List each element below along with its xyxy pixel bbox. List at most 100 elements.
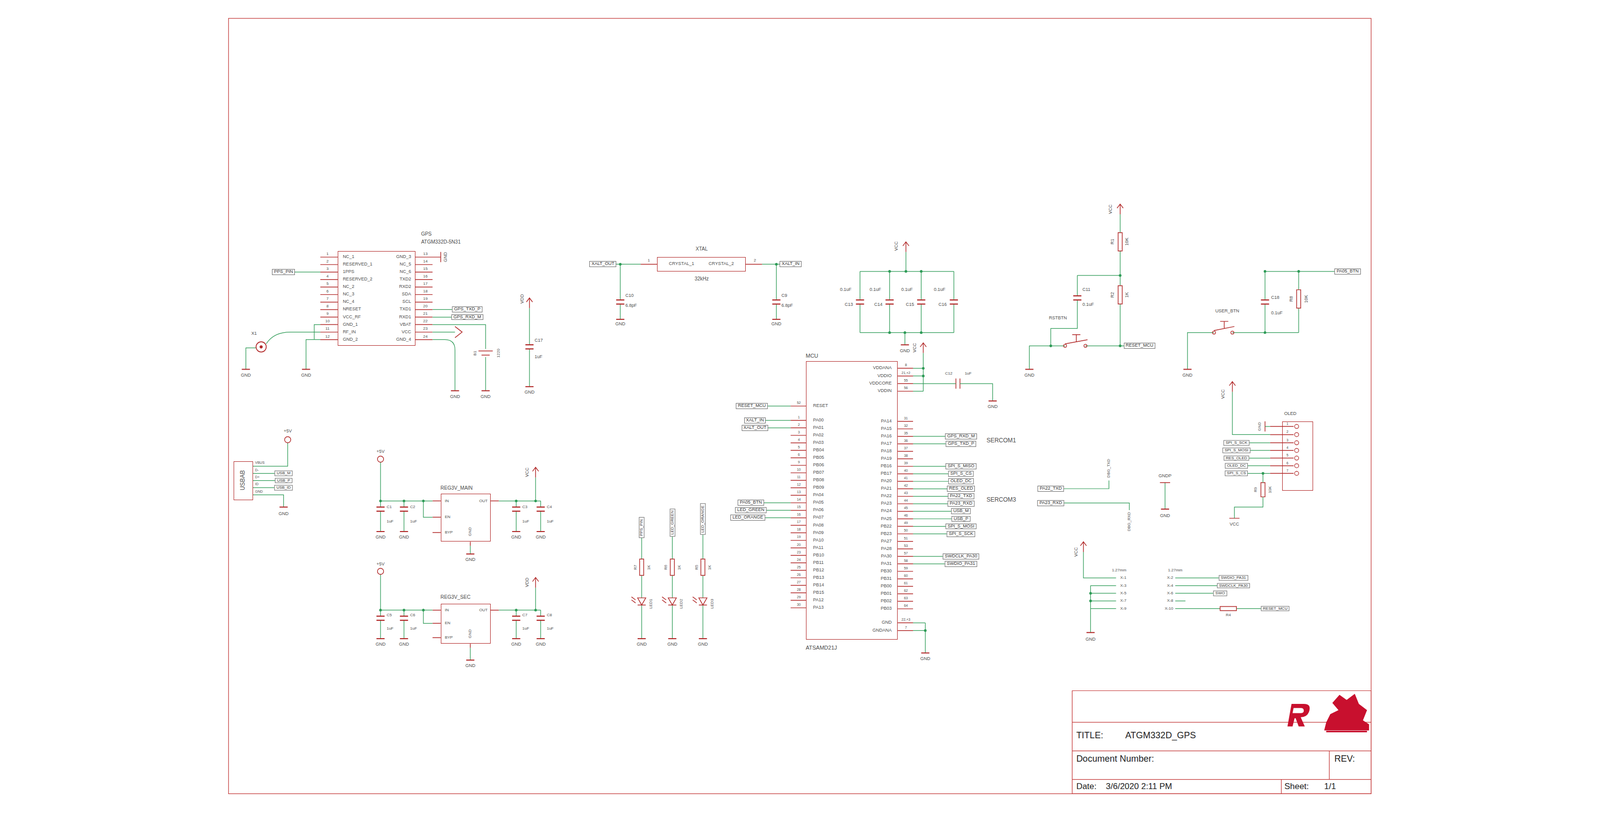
net-label: PA22_TXD (1037, 485, 1064, 492)
title-block-text: Document Number: (1076, 754, 1155, 765)
schematic-label: X-4 (1167, 583, 1174, 588)
schematic-label: GND (511, 642, 522, 648)
net-label: PPS_PIN (271, 268, 295, 275)
switch-contact (1212, 331, 1216, 335)
net-label: GPS_RXD_M (944, 433, 977, 440)
schematic-label: PA27 (881, 538, 892, 544)
schematic-label: PA08 (812, 523, 824, 529)
net-label: SPI_S_CS (948, 470, 974, 477)
schematic-label: PB31 (880, 576, 892, 582)
title-block (1071, 690, 1371, 794)
schematic-label: C2 (409, 504, 415, 510)
schematic-label: C13 (844, 302, 854, 308)
schematic-label: C1 (386, 504, 392, 510)
schematic-label: C9 (781, 293, 788, 299)
ground-symbol (512, 638, 521, 640)
schematic-label: GND (255, 489, 264, 494)
schematic-label: GND_2 (342, 337, 358, 343)
supply-arrow (1080, 541, 1087, 552)
gps-wires (246, 271, 530, 391)
schematic-label: 1220 (496, 348, 502, 358)
schematic-label: PA13 (812, 605, 824, 611)
schematic-label: 25 (797, 565, 801, 570)
schematic-label: GND (399, 642, 409, 648)
junction-dot (619, 263, 622, 266)
schematic-label: RESET (812, 403, 828, 409)
schematic-label: GND (881, 620, 892, 626)
schematic-label: 46 (904, 514, 909, 519)
schematic-label: PA28 (881, 546, 892, 552)
schematic-label: C4 (546, 504, 552, 510)
schematic-label: 41 (904, 476, 909, 481)
schematic-label: PA05 (812, 500, 824, 506)
schematic-label: X-9 (1120, 606, 1127, 611)
schematic-label: PB02 (880, 598, 892, 604)
schematic-label: VDDANA (872, 365, 892, 371)
schematic-label: GND (524, 390, 535, 396)
ground-symbol (536, 531, 545, 533)
capacitor-symbol (536, 616, 545, 621)
debug-wires (1050, 480, 1276, 633)
capacitor-symbol (376, 616, 385, 621)
ground-symbol (376, 531, 385, 533)
schematic-label: RESERVED_2 (342, 276, 373, 282)
ground-symbol (525, 386, 534, 388)
schematic-label: 5 (798, 445, 800, 450)
ground-symbol (772, 318, 781, 320)
ground-symbol (921, 652, 930, 654)
schematic-label: 4 (1286, 445, 1289, 450)
net-label: LED_ORANGE (730, 515, 766, 522)
schematic-label: R5 (694, 564, 699, 570)
schematic-label: GND (1085, 637, 1096, 643)
schematic-label: X-8 (1167, 598, 1174, 604)
net-label: USB_P (274, 477, 292, 484)
schematic-label: 22,+3 (901, 617, 911, 622)
capacitor-symbol (400, 507, 408, 512)
schematic-label: BYP (444, 635, 453, 641)
schematic-label: +5V (376, 449, 385, 455)
ground-symbol (241, 368, 250, 370)
schematic-label: VCC (912, 343, 918, 353)
net-label: GPS_TXD_P (945, 440, 977, 447)
ground-symbol (1025, 368, 1034, 370)
schematic-label: VCC (401, 329, 411, 335)
schematic-label: 17 (423, 281, 428, 287)
ground-symbol (1161, 508, 1170, 510)
button-parts (1213, 289, 1301, 331)
schematic-label: 0.1uF (901, 287, 913, 293)
net-label: SPI_S_MISO (945, 463, 977, 470)
schematic-label: PB03 (880, 606, 892, 612)
schematic-label: GND (465, 663, 476, 669)
schematic-label: GND_3 (396, 254, 411, 260)
schematic-label: 1 (326, 252, 329, 257)
capacitor-symbol (855, 299, 864, 304)
schematic-label: C17 (534, 338, 543, 344)
schematic-label: C15 (906, 302, 915, 308)
schematic-label: 10 (797, 467, 801, 472)
schematic-label: C14 (874, 302, 883, 308)
schematic-label: 1uF (546, 626, 554, 631)
schematic-label: 6 (326, 289, 329, 294)
schematic-label: 6 (798, 452, 800, 457)
schematic-label: 32 (904, 423, 909, 428)
part-label: MCU (805, 352, 819, 359)
schematic-label: VCC (894, 241, 900, 251)
schematic-label: 38 (904, 453, 909, 458)
schematic-label: VCC_RF (342, 314, 361, 320)
ground-symbol (466, 659, 475, 661)
capacitor-symbol (536, 507, 545, 512)
ground-symbol (698, 638, 707, 640)
schematic-label: 28 (797, 587, 801, 592)
schematic-label: 59 (904, 566, 909, 571)
schematic-label: PB17 (880, 471, 892, 477)
schematic-label: GNDANA (872, 628, 892, 634)
ground-symbol (400, 531, 408, 533)
schematic-label: 4 (798, 437, 800, 442)
net-label: PPS_PIN (639, 517, 645, 538)
junction-dot (421, 499, 425, 503)
schematic-label: 55 (904, 378, 909, 383)
schematic-label: 18 (797, 528, 801, 533)
schematic-label: PB22 (880, 524, 892, 530)
schematic-label: VCC (1073, 546, 1079, 557)
schematic-label: PA20 (881, 478, 892, 484)
